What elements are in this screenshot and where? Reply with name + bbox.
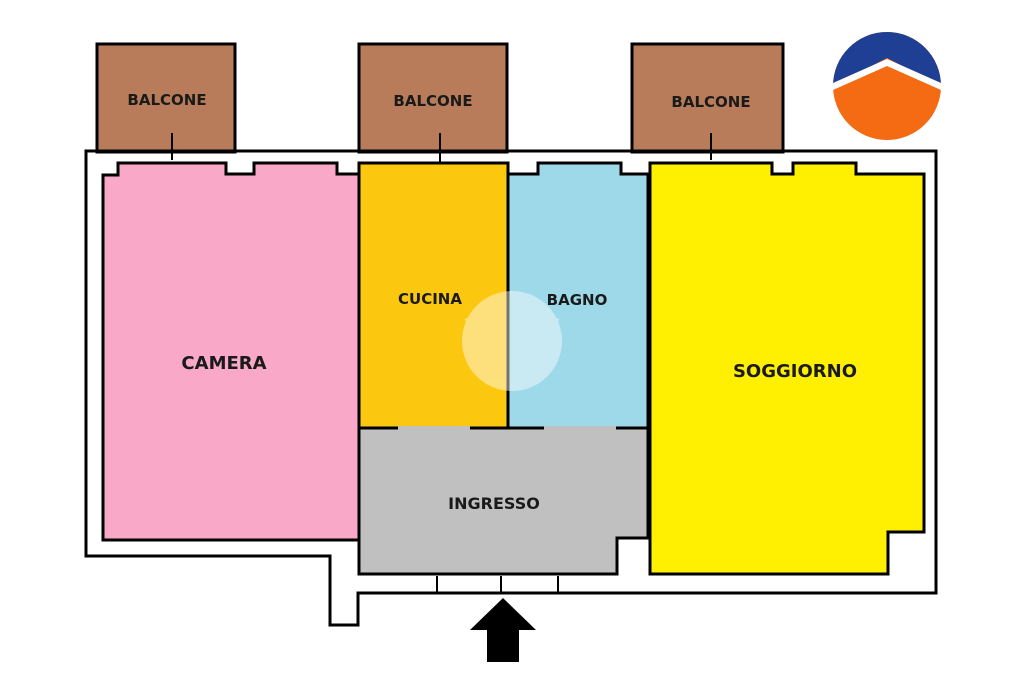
balcony-right-area	[630, 42, 785, 154]
room-bagno: BAGNO	[506, 161, 650, 430]
room-ingresso-area	[357, 426, 650, 576]
balcony-center-label: BALCONE	[393, 92, 472, 110]
balcony-left: BALCONE	[95, 42, 237, 160]
house-roof-logo-icon	[833, 32, 941, 140]
room-ingresso-label: INGRESSO	[448, 494, 540, 513]
room-cucina: CUCINA	[357, 161, 510, 430]
balcony-center: BALCONE	[357, 42, 509, 176]
room-soggiorno-area	[648, 161, 926, 576]
room-camera-area	[101, 161, 361, 542]
watermark-logo-icon	[462, 291, 562, 391]
entrance-arrow-icon	[470, 598, 536, 662]
balcony-right-label: BALCONE	[671, 93, 750, 111]
room-camera-label: CAMERA	[181, 353, 266, 374]
room-soggiorno-label: SOGGIORNO	[733, 361, 857, 382]
room-bagno-label: BAGNO	[547, 291, 608, 309]
balcony-right: BALCONE	[630, 42, 785, 160]
room-camera: CAMERA	[101, 161, 361, 542]
balcony-left-area	[95, 42, 237, 154]
balcony-left-label: BALCONE	[127, 91, 206, 109]
room-cucina-label: CUCINA	[398, 290, 462, 308]
entrance-door	[436, 576, 559, 593]
room-soggiorno: SOGGIORNO	[648, 161, 926, 576]
outer-wall	[84, 149, 938, 627]
room-ingresso: INGRESSO	[357, 426, 650, 576]
balcony-center-area	[357, 42, 509, 154]
